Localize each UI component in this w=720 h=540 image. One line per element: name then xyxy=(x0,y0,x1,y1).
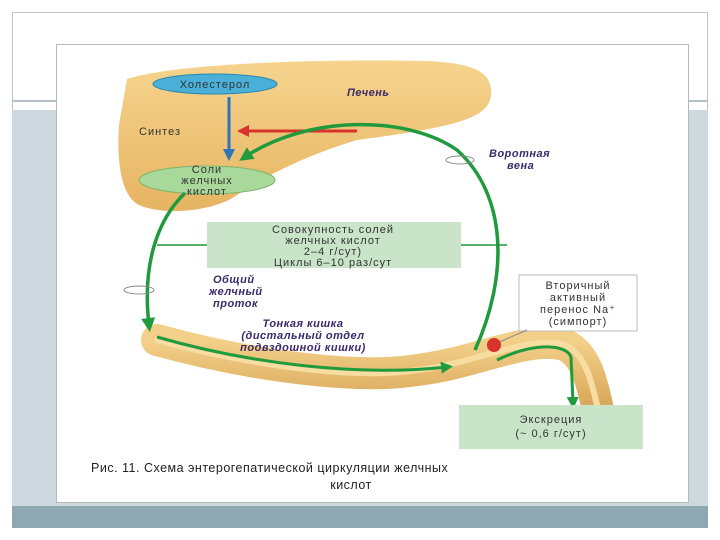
bile-salts-line-2: желчных xyxy=(181,175,233,187)
portal-return-arrow xyxy=(239,122,500,351)
transport-site xyxy=(487,338,501,352)
secondary-transport-box xyxy=(518,274,638,332)
transport-pointer xyxy=(496,329,528,344)
pool-line-3: 2–4 г/сут) xyxy=(304,246,362,258)
slide-footer-bar xyxy=(12,506,708,528)
intestine-line-1: Тонкая кишка xyxy=(263,318,344,330)
common-duct-line-1: Общий xyxy=(213,274,255,286)
common-duct-line-2: желчный xyxy=(208,286,263,298)
transport-line-4: (симпорт) xyxy=(549,316,608,328)
common-duct-arrow xyxy=(141,191,187,332)
bile-pool-box xyxy=(207,222,461,268)
excretion-arrow xyxy=(496,345,579,409)
cholesterol-label: Холестерол xyxy=(180,79,251,91)
excretion-box xyxy=(459,405,643,449)
diagram-svg: Холестерол Воротная вена Совокупность со… xyxy=(91,60,643,492)
bile-salts-line-3: кислот xyxy=(187,186,227,198)
excretion-line-1: Экскреция xyxy=(520,414,583,426)
pool-line-2: желчных кислот xyxy=(285,235,380,247)
pool-line-1: Совокупность солей xyxy=(272,224,394,236)
transport-line-3: перенос Na⁺ xyxy=(540,304,616,316)
intestine-line-3: подвздошной кишки) xyxy=(240,342,366,354)
common-duct-ring xyxy=(123,285,155,295)
bile-salts-oval xyxy=(138,165,276,195)
excretion-line-2: (~ 0,6 г/сут) xyxy=(515,428,586,440)
pool-line-4: Циклы 6–10 раз/сут xyxy=(274,257,392,269)
synthesis-label: Синтез xyxy=(139,126,181,138)
transport-line-1: Вторичный xyxy=(545,280,610,292)
intestine-flow-arrow xyxy=(156,335,453,374)
bile-salts-line-1: Соли xyxy=(192,164,222,176)
figure-caption-line-1: Рис. 11. Схема энтерогепатической циркул… xyxy=(91,461,449,475)
common-duct-line-3: проток xyxy=(213,298,259,310)
cholesterol-oval xyxy=(152,73,278,95)
figure-caption-line-2: кислот xyxy=(330,478,372,492)
intestine-line-2: (дистальный отдел xyxy=(241,330,364,342)
transport-line-2: активный xyxy=(550,292,606,304)
portal-vein-label-2: вена xyxy=(507,160,534,172)
portal-vein-label-1: Воротная xyxy=(489,148,550,160)
enterohepatic-figure: Холестерол Воротная вена Совокупность со… xyxy=(56,44,689,503)
portal-vein-ring xyxy=(445,155,475,165)
liver-label: Печень xyxy=(347,87,389,99)
